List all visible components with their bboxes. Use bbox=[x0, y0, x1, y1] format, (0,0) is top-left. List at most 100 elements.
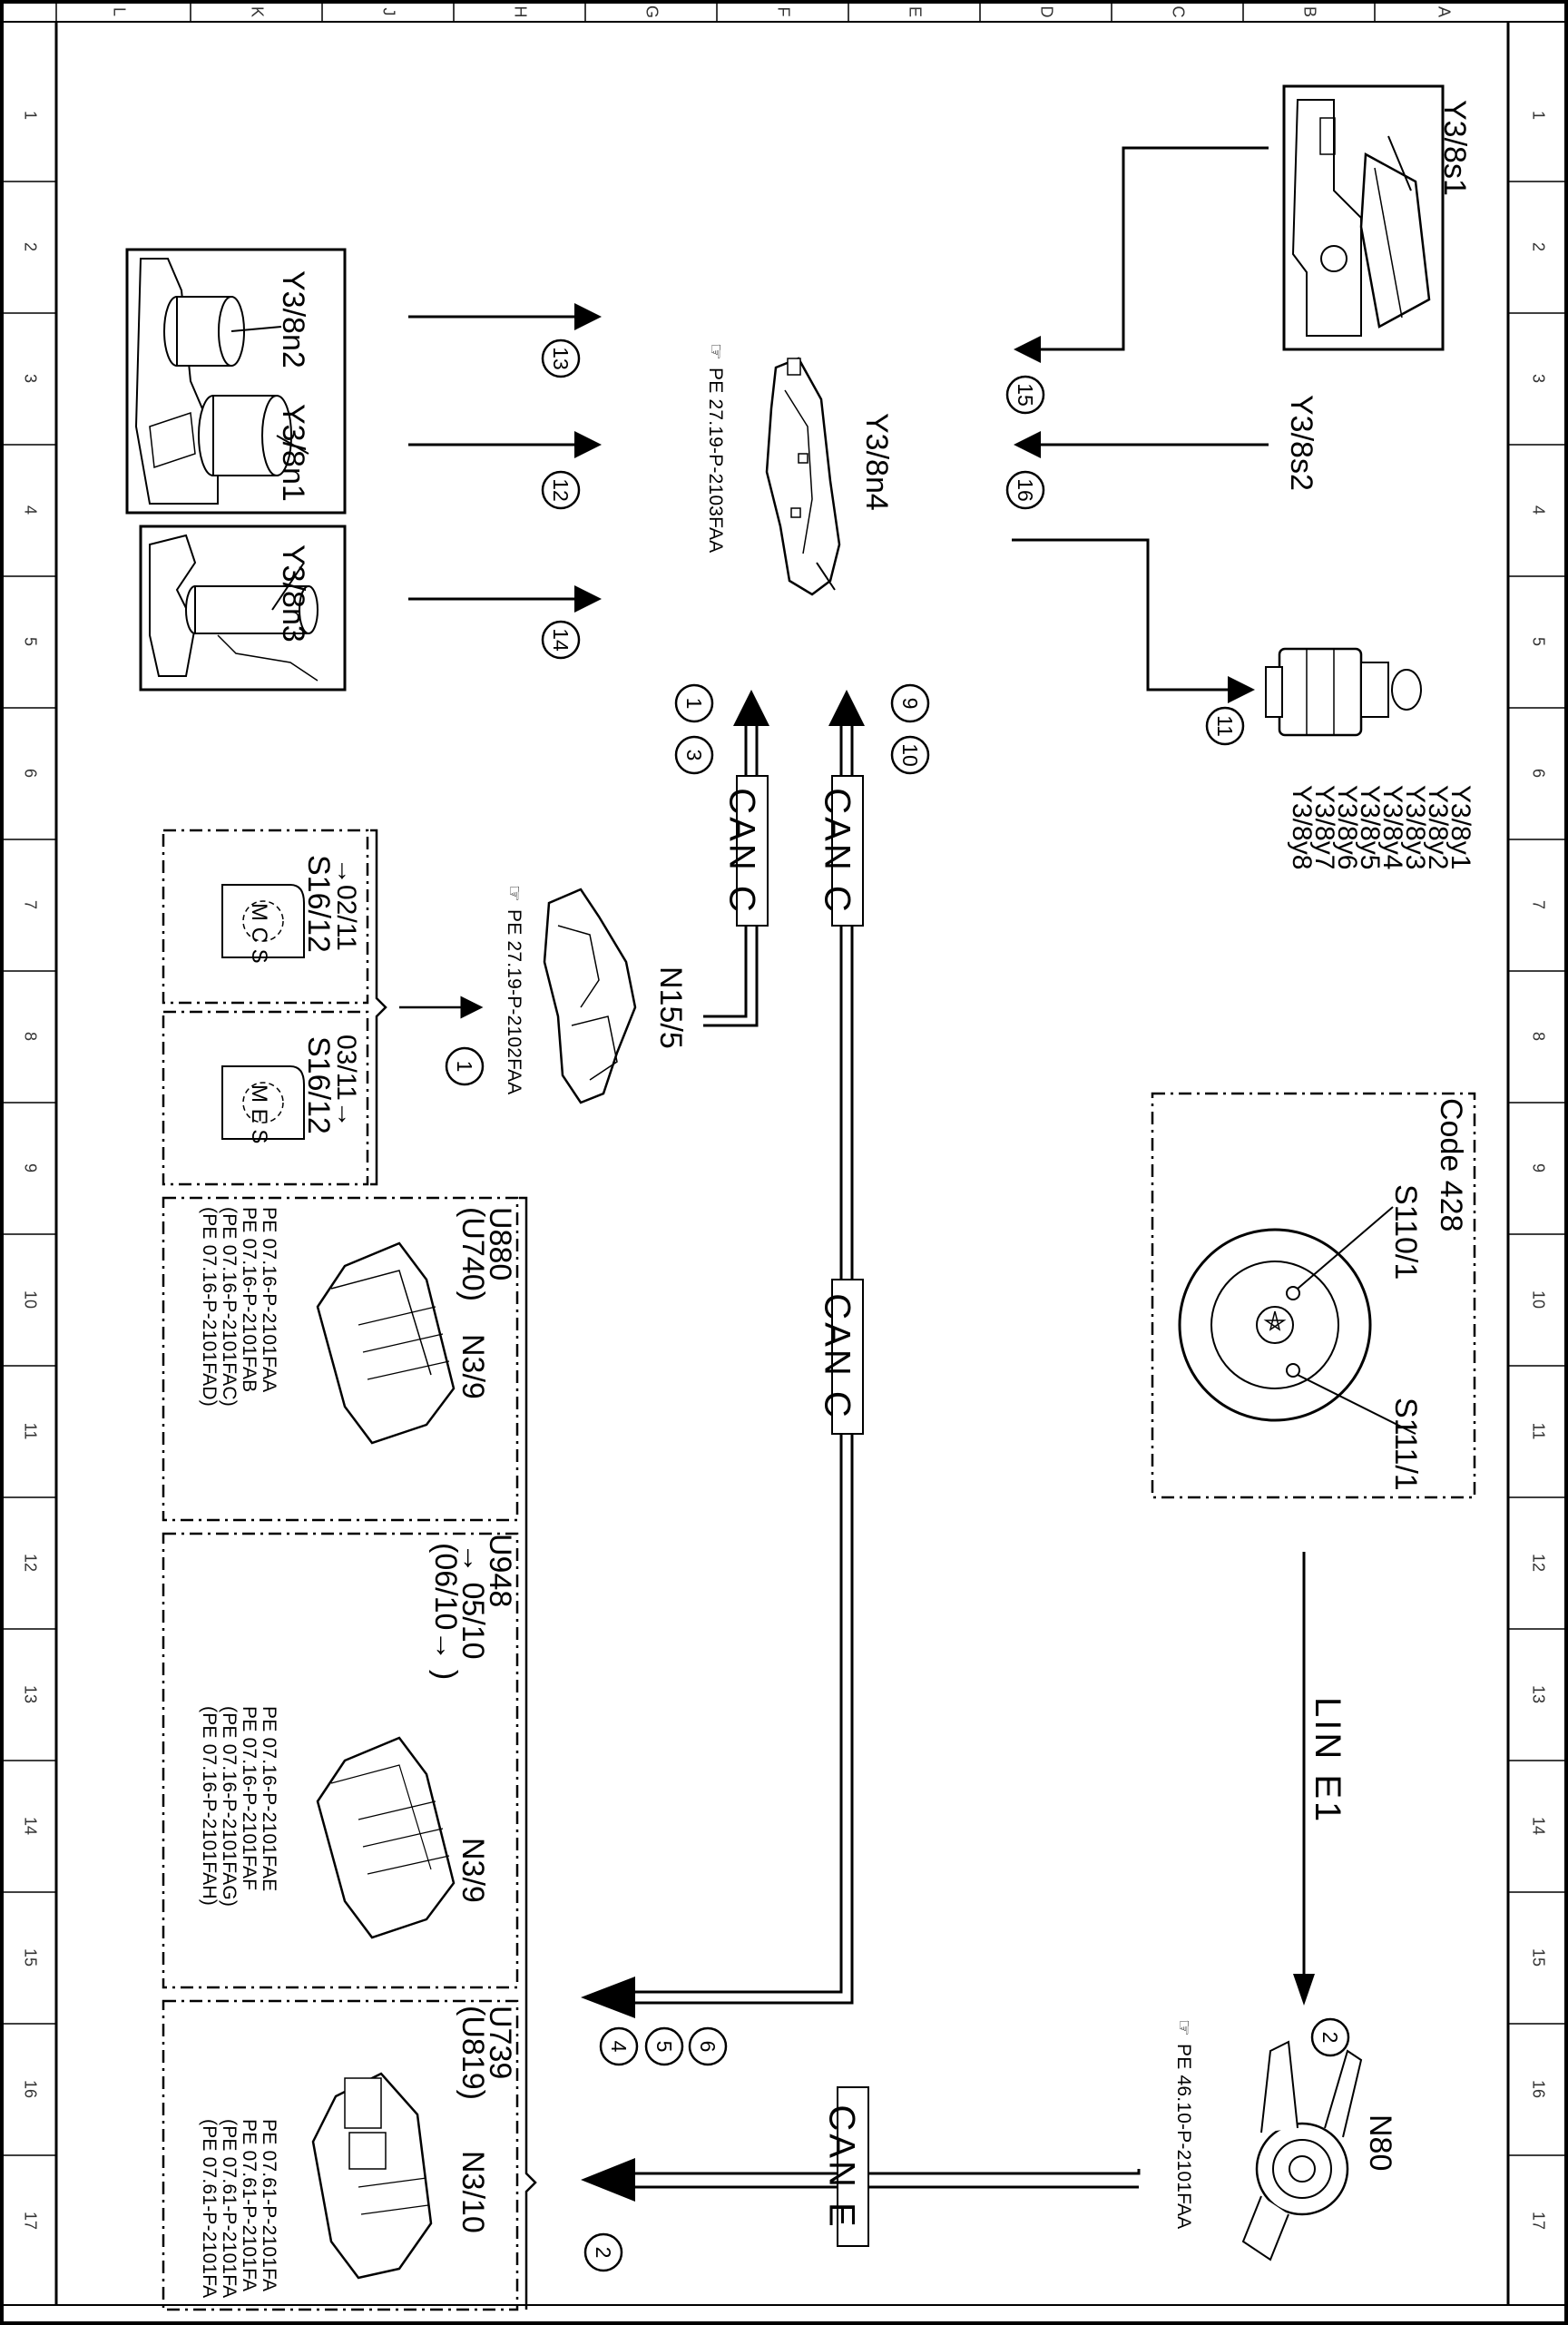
u880-ref: (PE 07.16-P-2101FAC) bbox=[219, 1207, 240, 1407]
n15-5-ref-text: PE 27.19-P-2102FAA bbox=[504, 909, 524, 1094]
n80-picture bbox=[1241, 2040, 1363, 2261]
grid-number: 2 bbox=[1529, 242, 1547, 251]
grid-number: 8 bbox=[1529, 1032, 1547, 1041]
grid-letter: D bbox=[1037, 6, 1055, 18]
code-428-box bbox=[1151, 1092, 1476, 1499]
solenoid-label: Y3/8y5 bbox=[1355, 785, 1385, 869]
grid-number: 17 bbox=[21, 2212, 39, 2230]
signal-number: 5 bbox=[652, 2041, 676, 2053]
solenoid-label: Y3/8y2 bbox=[1423, 785, 1453, 869]
grid-number: 6 bbox=[21, 769, 39, 778]
signal-number: 14 bbox=[549, 628, 573, 652]
grid-number: 4 bbox=[1529, 505, 1547, 515]
lin-e1-line: LIN E1 bbox=[1293, 1552, 1348, 2006]
solenoid-label: Y3/8y6 bbox=[1332, 785, 1362, 869]
s16-12-b-label: S16/12 bbox=[301, 1036, 336, 1134]
u948-ref: (PE 07.16-P-2101FAG) bbox=[219, 1706, 240, 1907]
svg-text:CAN C: CAN C bbox=[721, 788, 761, 914]
signal-circle bbox=[1005, 375, 1045, 415]
u948-name: N3/9 bbox=[456, 1838, 490, 1903]
selector-icon-text: M E S bbox=[247, 1084, 271, 1143]
u880-ref: PE 07.16-P-2101FAA bbox=[259, 1207, 279, 1392]
signal-circle bbox=[674, 683, 714, 723]
grid-number: 3 bbox=[1529, 374, 1547, 383]
grid-letter: H bbox=[511, 6, 529, 18]
code-428-label: Code 428 bbox=[1434, 1098, 1468, 1231]
y3-8n1-label: Y3/8n1 bbox=[276, 404, 310, 502]
signal-number: 6 bbox=[696, 2041, 720, 2053]
y3-8n4-ref: ☞ PE 27.19-P-2103FAA bbox=[705, 343, 726, 553]
solenoid-label: Y3/8y7 bbox=[1309, 785, 1339, 869]
u739-name: N3/10 bbox=[456, 2151, 490, 2233]
grid-number: 10 bbox=[21, 1290, 39, 1309]
s16-12-b-date: 03/11→ bbox=[331, 1035, 361, 1128]
signal-number: 9 bbox=[898, 698, 922, 710]
solenoid-label: Y3/8y4 bbox=[1377, 785, 1407, 869]
grid-letter: J bbox=[379, 8, 397, 16]
u880-ref: (PE 07.16-P-2101FAD) bbox=[199, 1207, 220, 1407]
signal-circle bbox=[890, 735, 930, 775]
s110-1-label: S110/1 bbox=[1388, 1184, 1423, 1280]
signal-circle bbox=[644, 2026, 684, 2066]
signal-number: 12 bbox=[549, 478, 573, 502]
u948-ref: PE 07.16-P-2101FAF bbox=[239, 1706, 260, 1890]
grid-number: 1 bbox=[21, 111, 39, 120]
n15-5-picture bbox=[543, 888, 637, 1104]
u880-name: N3/9 bbox=[456, 1334, 490, 1399]
u880-code2: (U740) bbox=[456, 1207, 490, 1301]
signal-number: 1 bbox=[682, 698, 706, 710]
u948-ref: PE 07.16-P-2101FAE bbox=[259, 1706, 279, 1891]
svg-text:CAN E: CAN E bbox=[821, 2104, 861, 2229]
grid-number: 1 bbox=[1529, 111, 1547, 120]
solenoid-picture bbox=[1265, 647, 1422, 737]
s111-1-label: S111/1 bbox=[1388, 1398, 1423, 1491]
signal-circle bbox=[541, 620, 581, 660]
grid-letter: G bbox=[642, 5, 661, 18]
y3-8n2-n1-picture bbox=[125, 248, 347, 515]
grid-number: 12 bbox=[21, 1554, 39, 1572]
u739-ref: (PE 07.61-P-2101FA bbox=[219, 2119, 240, 2298]
u948-ref: (PE 07.16-P-2101FAH) bbox=[199, 1706, 220, 1906]
grid-number: 7 bbox=[1529, 900, 1547, 909]
u739-ref: PE 07.61-P-2101FA bbox=[239, 2119, 260, 2291]
s16-12-variant-b: M E S S16/12 03/11→ bbox=[162, 1010, 369, 1186]
u739-ref: PE 07.61-P-2101FA bbox=[259, 2119, 279, 2291]
signal-circle bbox=[599, 2026, 639, 2066]
grid-number: 10 bbox=[1529, 1290, 1547, 1309]
u880-ref: PE 07.16-P-2101FAB bbox=[239, 1207, 260, 1392]
signal-circle bbox=[688, 2026, 728, 2066]
solenoid-labels: Y3/8y1Y3/8y2Y3/8y3Y3/8y4Y3/8y5Y3/8y6Y3/8… bbox=[1287, 785, 1475, 869]
n80-ref: ☞ PE 46.10-P-2101FAA bbox=[1173, 2019, 1194, 2229]
solenoid-label: Y3/8y1 bbox=[1446, 785, 1475, 869]
signal-number: 10 bbox=[898, 743, 922, 767]
s16-12-brace bbox=[370, 829, 484, 1186]
grid-number: 5 bbox=[21, 637, 39, 646]
grid-letter: K bbox=[248, 6, 266, 17]
u948-date2: (06/10→ ) bbox=[428, 1543, 463, 1680]
y3-8n4-picture bbox=[765, 357, 841, 596]
block-u739: U739 (U819) N3/10 PE 07.61-P-2101FA PE 0… bbox=[162, 1999, 519, 2311]
u948-code: U948 bbox=[483, 1534, 517, 1607]
signal-number: 16 bbox=[1014, 478, 1037, 502]
y3-8n3-picture bbox=[139, 525, 347, 692]
grid-number: 3 bbox=[21, 374, 39, 383]
y3-8s1-picture bbox=[1282, 84, 1445, 351]
switch-arrows bbox=[1012, 146, 1269, 703]
blocks-brace bbox=[519, 1196, 537, 2310]
grid-number: 5 bbox=[1529, 637, 1547, 646]
u739-code2: (U819) bbox=[456, 2006, 490, 2100]
solenoid-label: Y3/8y8 bbox=[1287, 785, 1317, 869]
can-e-line bbox=[581, 2158, 1141, 2202]
signal-circle bbox=[1005, 470, 1045, 510]
u880-code: U880 bbox=[483, 1207, 517, 1280]
signal-circle bbox=[541, 470, 581, 510]
signal-number: 13 bbox=[549, 347, 573, 370]
s16-12-a-label: S16/12 bbox=[301, 855, 336, 953]
n15-5-label: N15/5 bbox=[653, 966, 688, 1049]
u948-date1: → 05/10 bbox=[456, 1543, 490, 1660]
n80-ref-text: PE 46.10-P-2101FAA bbox=[1173, 2044, 1194, 2229]
y3-8n4-label: Y3/8n4 bbox=[859, 413, 894, 511]
signal-number: 11 bbox=[1213, 715, 1237, 737]
grid-number: 9 bbox=[1529, 1163, 1547, 1172]
